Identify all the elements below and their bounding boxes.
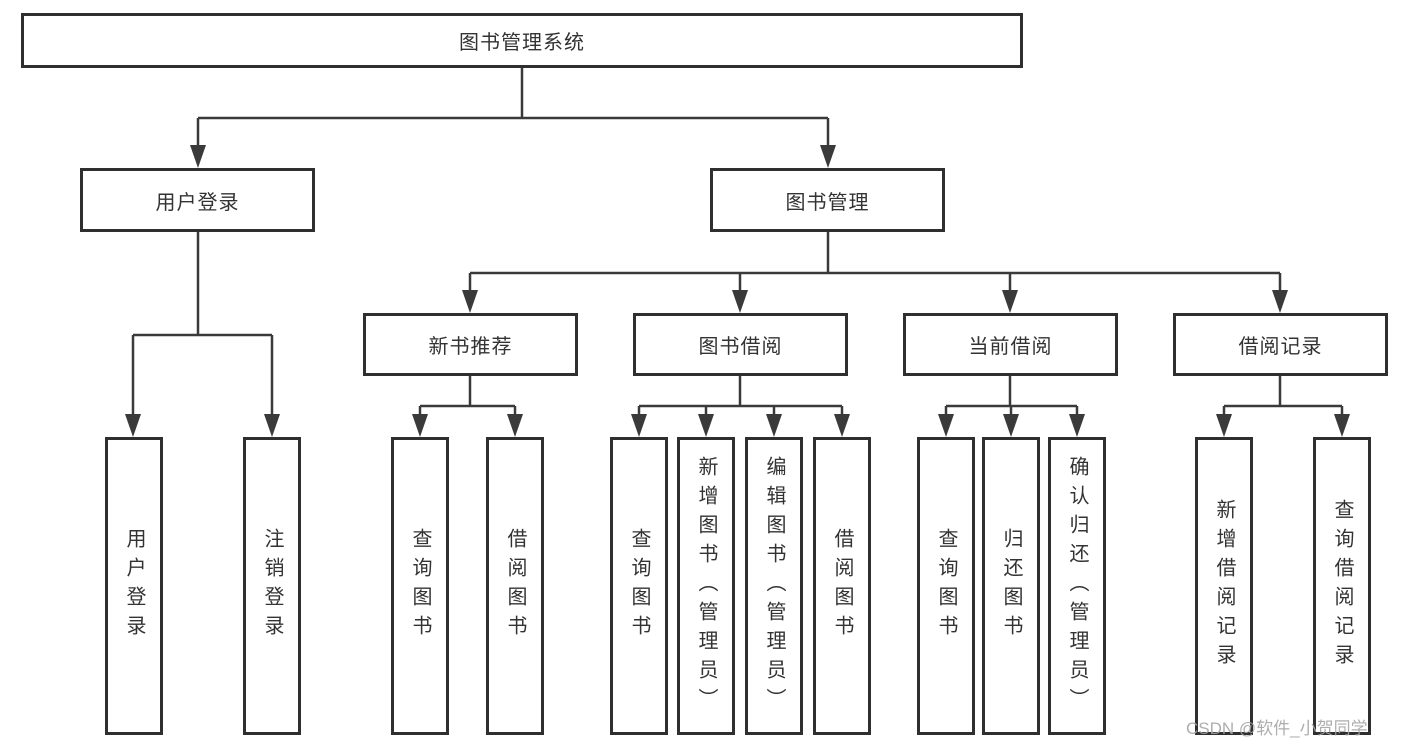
leaf-query-books-current-label: 查询图书 xyxy=(935,528,957,644)
connector-lines xyxy=(131,68,1344,415)
leaf-borrow-books-borrowing: 借阅图书 xyxy=(813,437,871,735)
node-book-borrowing: 图书借阅 xyxy=(633,313,848,376)
leaf-return-books-label: 归还图书 xyxy=(1000,528,1022,644)
csdn-watermark: CSDN @软件_小贺同学 xyxy=(1186,719,1368,738)
leaf-edit-books-admin-label: 编辑图书（管理员） xyxy=(763,455,785,717)
connector-arrowheads xyxy=(125,145,1350,437)
node-book-borrowing-label: 图书借阅 xyxy=(698,336,783,358)
leaf-query-books-recommend-label: 查询图书 xyxy=(409,528,431,644)
leaf-query-borrow-record: 查询借阅记录 xyxy=(1313,437,1371,735)
node-user-login: 用户登录 xyxy=(80,168,315,232)
leaf-logout-label: 注销登录 xyxy=(261,528,283,644)
leaf-borrow-books-recommend: 借阅图书 xyxy=(486,437,544,735)
node-current-borrowing: 当前借阅 xyxy=(903,313,1118,376)
leaf-add-books-admin-label: 新增图书（管理员） xyxy=(695,455,717,717)
node-borrowing-records-label: 借阅记录 xyxy=(1238,336,1323,358)
leaf-logout: 注销登录 xyxy=(243,437,301,735)
node-root-library-system: 图书管理系统 xyxy=(21,13,1023,68)
node-new-book-recommendation: 新书推荐 xyxy=(363,313,578,376)
node-borrowing-records: 借阅记录 xyxy=(1173,313,1388,376)
node-root-label: 图书管理系统 xyxy=(459,32,585,54)
leaf-query-books-borrowing: 查询图书 xyxy=(610,437,668,735)
leaf-user-login: 用户登录 xyxy=(105,437,163,735)
node-user-login-label: 用户登录 xyxy=(155,191,240,214)
leaf-query-books-recommend: 查询图书 xyxy=(391,437,449,735)
node-new-book-recommendation-label: 新书推荐 xyxy=(428,336,513,358)
leaf-borrow-books-borrowing-label: 借阅图书 xyxy=(831,528,853,644)
leaf-edit-books-admin: 编辑图书（管理员） xyxy=(745,437,803,735)
leaf-confirm-return-admin-label: 确认归还（管理员） xyxy=(1066,455,1088,717)
leaf-query-borrow-record-label: 查询借阅记录 xyxy=(1331,499,1353,673)
leaf-query-books-current: 查询图书 xyxy=(917,437,975,735)
leaf-add-borrow-record: 新增借阅记录 xyxy=(1195,437,1253,735)
leaf-add-books-admin: 新增图书（管理员） xyxy=(677,437,735,735)
leaf-borrow-books-recommend-label: 借阅图书 xyxy=(504,528,526,644)
node-book-management-label: 图书管理 xyxy=(785,191,870,214)
node-current-borrowing-label: 当前借阅 xyxy=(968,336,1053,358)
leaf-return-books: 归还图书 xyxy=(982,437,1040,735)
leaf-user-login-label: 用户登录 xyxy=(123,528,145,644)
leaf-add-borrow-record-label: 新增借阅记录 xyxy=(1213,499,1235,673)
leaf-confirm-return-admin: 确认归还（管理员） xyxy=(1048,437,1106,735)
node-book-management: 图书管理 xyxy=(710,168,945,232)
leaf-query-books-borrowing-label: 查询图书 xyxy=(628,528,650,644)
